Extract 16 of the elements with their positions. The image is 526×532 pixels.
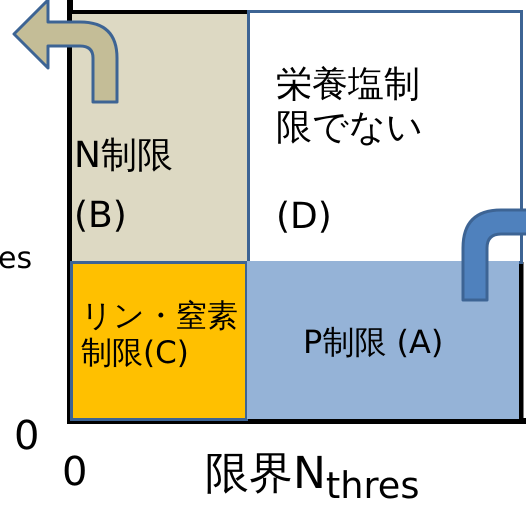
region-box (70, 261, 248, 421)
region-box (247, 10, 523, 264)
axis-label: es (0, 244, 32, 274)
region-letter: (B) (74, 194, 128, 238)
axis-tick: 0 (62, 452, 88, 492)
bent-arrow (462, 208, 526, 302)
region-label: N制限 (74, 134, 174, 178)
region-label: P制限 (A) (303, 323, 444, 362)
region-letter: (D) (276, 195, 333, 238)
region-box (72, 14, 247, 262)
axis-tick: 0 (14, 416, 40, 456)
region-box (247, 261, 519, 419)
axis-title: 限界N$_{thres}$ (205, 452, 420, 504)
bent-arrow (12, 0, 118, 104)
region-label: リン・窒素制限(C) (81, 298, 239, 372)
region-label: 栄養塩制限でない (276, 63, 424, 150)
